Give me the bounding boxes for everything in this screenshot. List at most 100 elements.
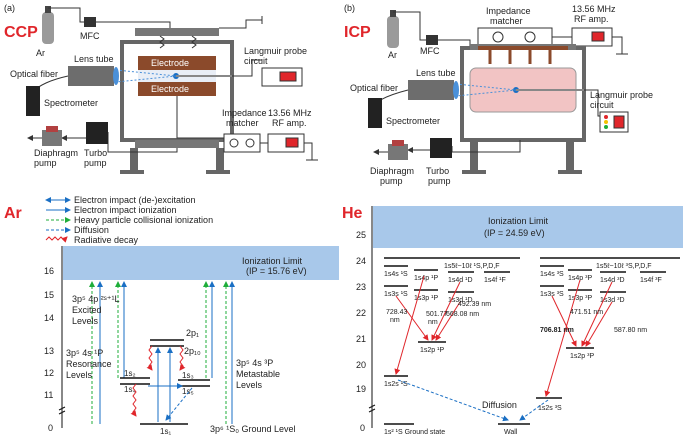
- icp-turbo-label-2: pump: [428, 176, 451, 186]
- ar-gas-bottle-icon: [42, 6, 54, 44]
- ar-legend-3: Heavy particle collisional ionization: [74, 215, 213, 225]
- ar-label-1s2: 1s₂: [124, 369, 136, 378]
- ar-bottle-label: Ar: [36, 48, 45, 58]
- ccp-impedance-label-2: matcher: [226, 118, 259, 128]
- ccp-rf-label-1: 13.56 MHz: [268, 108, 312, 118]
- he-t-4p: 1s4p ³P: [568, 275, 592, 282]
- he-s-3d: 1s3d ¹D: [448, 297, 473, 304]
- ar-ground-label: 3p⁶ ¹S₀ Ground Level: [210, 424, 296, 434]
- ar-legend-5: Radiative decay: [74, 235, 139, 245]
- he-wl-501: 501.77: [426, 311, 448, 318]
- panel-b-letter: (b): [344, 3, 355, 13]
- ccp-spectrometer-label: Spectrometer: [44, 98, 98, 108]
- turbo-pump-label-2: pump: [84, 158, 107, 168]
- ar-ionization-label-1: Ionization Limit: [242, 256, 303, 266]
- ar-metastable-3: Levels: [236, 380, 263, 390]
- icp-langmuir-label-1: Langmuir probe: [590, 90, 653, 100]
- icp-mfc-icon: [426, 35, 438, 45]
- icp-turbo-label-1: Turbo: [426, 166, 449, 176]
- mfc-icon: [84, 17, 96, 27]
- ar-ionization-band: [63, 246, 339, 280]
- ar-resonance-1: 3p⁵ 4s ¹P: [66, 348, 103, 358]
- he-t-4f: 1s4f ³F: [640, 277, 662, 284]
- ar-energy-diagram: Ar Electron impact (de-)excitation Elect…: [4, 195, 339, 436]
- icp-spectrometer-icon: [368, 98, 382, 128]
- he-title: He: [342, 205, 363, 222]
- icp-impedance-box: [477, 27, 553, 47]
- ar-resonance-3: Levels: [66, 370, 93, 380]
- he-wl-668: 668.08 nm: [446, 311, 479, 318]
- ccp-top-electrode-label: Electrode: [151, 58, 189, 68]
- icp-langmuir-label-2: circuit: [590, 100, 614, 110]
- he-ionization-band: [373, 206, 683, 248]
- ar-legend: Electron impact (de-)excitation Electron…: [45, 195, 213, 245]
- ccp-spectrometer-icon: [26, 86, 40, 116]
- he-wall-label: Wall: [504, 429, 518, 436]
- icp-turbo-pump-icon: [430, 138, 452, 158]
- he-tick-20: 20: [356, 360, 366, 370]
- he-ground-label: 1s² ¹S Ground state: [384, 429, 445, 436]
- ar-tick-13: 13: [44, 346, 54, 356]
- icp-diaphragm-pump-icon: [388, 144, 408, 160]
- ar-excited-1: 3p⁵ 4p ²ˢ⁺¹L: [72, 294, 120, 304]
- ar-title: Ar: [4, 205, 22, 222]
- he-tick-22: 22: [356, 308, 366, 318]
- he-s-3p: 1s3p ¹P: [414, 295, 438, 302]
- he-wl-728-unit: nm: [390, 317, 400, 324]
- icp-rf-label-1: 13.56 MHz: [572, 4, 616, 14]
- ccp-lens-tube-label: Lens tube: [74, 54, 114, 64]
- he-tick-0: 0: [360, 423, 365, 433]
- panel-a-title: CCP: [4, 24, 38, 41]
- he-tick-23: 23: [356, 282, 366, 292]
- he-s-4f: 1s4f ¹F: [484, 277, 506, 284]
- ar-tick-12: 12: [44, 368, 54, 378]
- icp-spectrometer-label: Spectrometer: [386, 116, 440, 126]
- turbo-pump-icon: [86, 122, 108, 144]
- he-wl-587: 587.80 nm: [614, 327, 647, 334]
- turbo-pump-label-1: Turbo: [84, 148, 107, 158]
- diaphragm-pump-icon: [42, 130, 62, 146]
- he-wl-501-unit: nm: [428, 319, 438, 326]
- panel-b-title: ICP: [344, 24, 371, 41]
- he-t-3s: 1s3s ³S: [540, 291, 564, 298]
- he-t-3p: 1s3p ³P: [568, 295, 592, 302]
- he-s-2p: 1s2p ¹P: [420, 347, 444, 354]
- ccp-lens-tube: [68, 66, 114, 86]
- he-t-4s: 1s4s ³S: [540, 271, 564, 278]
- icp-coil-bar: [478, 46, 568, 50]
- he-t-2p: 1s2p ³P: [570, 353, 594, 360]
- ccp-bottom-electrode-label: Electrode: [151, 84, 189, 94]
- he-diffusion-label: Diffusion: [482, 400, 517, 410]
- panel-b-icp: (b) ICP Ar MFC Impedance matcher 13.56 M…: [344, 3, 653, 186]
- ar-label-1s3: 1s₃: [182, 371, 194, 380]
- he-t-5l: 1s5ℓ~10ℓ ³S,P,D,F: [596, 263, 652, 270]
- he-s-5l: 1s5ℓ~10ℓ ¹S,P,D,F: [444, 263, 500, 270]
- ccp-bottom-electrode: [138, 82, 216, 96]
- ar-tick-11: 11: [44, 390, 53, 400]
- ar-tick-0: 0: [48, 423, 53, 433]
- ar-tick-14: 14: [44, 313, 54, 323]
- icp-ar-bottle-label: Ar: [388, 50, 397, 60]
- ccp-langmuir-label-2: circuit: [244, 56, 268, 66]
- he-s-4d: 1s4d ¹D: [448, 277, 473, 284]
- ccp-langmuir-label-1: Langmuir probe: [244, 46, 307, 56]
- he-t-2s: 1s2s ³S: [538, 405, 562, 412]
- ccp-impedance-box: [223, 133, 261, 153]
- icp-ar-gas-bottle-icon: [387, 10, 399, 48]
- icp-optical-fiber-label: Optical fiber: [350, 83, 398, 93]
- he-wl-471: 471.51 nm: [570, 309, 603, 316]
- icp-impedance-label-1: Impedance: [486, 6, 531, 16]
- icp-lens-tube: [408, 80, 454, 100]
- he-s-2s: 1s2s ¹S: [384, 381, 408, 388]
- he-tick-25: 25: [356, 230, 366, 240]
- ar-metastable-1: 3p⁵ 4s ³P: [236, 358, 273, 368]
- ccp-top-electrode: [138, 56, 216, 70]
- he-tick-19: 19: [356, 384, 366, 394]
- icp-diaphragm-label-1: Diaphragm: [370, 166, 414, 176]
- ar-label-2p1: 2p₁: [186, 328, 199, 338]
- he-wl-492: 492.39 nm: [458, 301, 491, 308]
- ar-resonance-2: Resonance: [66, 359, 112, 369]
- he-energy-diagram: He 0 19 20 21 22 23 24 25 Ionization Lim…: [342, 205, 683, 436]
- panel-a-ccp: (a) CCP Ar MFC Electrode Electrode: [4, 3, 318, 174]
